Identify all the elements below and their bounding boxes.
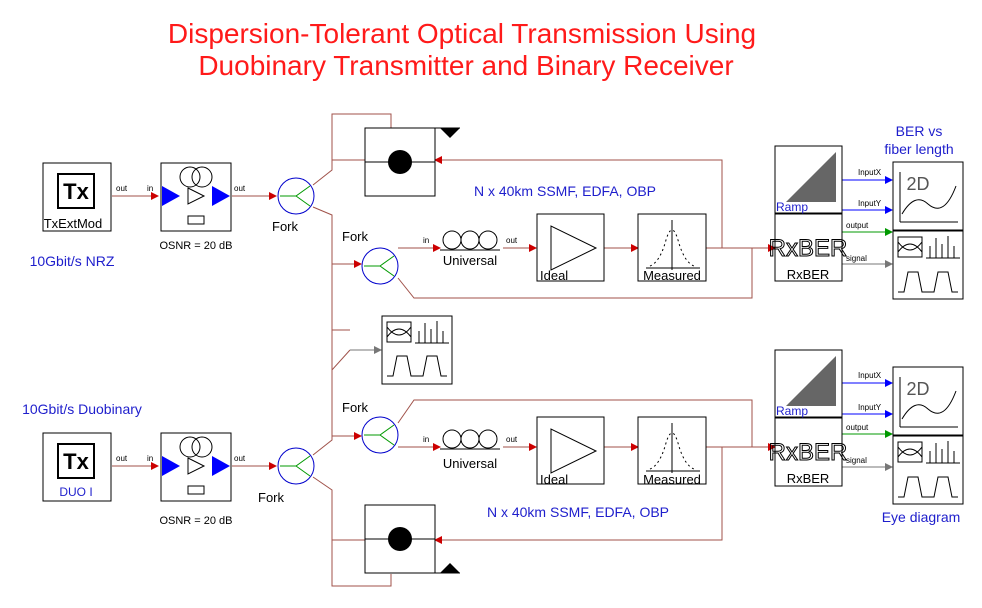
fork-b[interactable]: Fork [342,229,399,285]
fork-a[interactable]: Fork [272,177,315,234]
rxber-top-output-port: output [846,221,869,230]
rxber-top[interactable]: RxBER RxBER [768,213,848,282]
fork-c-label: Fork [258,490,285,505]
title-line-2: Duobinary Transmitter and Binary Receive… [198,50,733,81]
plot2d-top[interactable]: 2D [892,161,964,231]
tx-bottom-symbol: Tx [63,449,89,474]
rxber-top-inputx-port: InputX [858,168,882,177]
osnr-top-in-port: in [147,184,153,193]
filter-bottom[interactable]: Measured [637,416,707,487]
ramp-bottom[interactable]: Ramp [774,349,843,418]
fork-c[interactable]: Fork [258,447,315,505]
rxber-top-symbol: RxBER [769,235,848,262]
fork-d-label: Fork [342,400,369,415]
osnr-top-block[interactable]: in out [147,162,246,232]
ramp-top-label: Ramp [776,200,808,214]
rxber-top-signal-port: signal [846,254,867,263]
plot2d-bottom[interactable]: 2D [892,366,964,436]
ber-title-line-2: fiber length [884,141,953,157]
tx-top-block[interactable]: Tx TxExtMod out [42,162,128,232]
eye-diagram-top[interactable] [892,230,964,300]
fiber-top-in-port: in [423,236,429,245]
signal-reflector-bottom[interactable] [364,504,460,574]
tx-top-name: TxExtMod [44,216,103,231]
fiber-top-label: Universal [443,253,497,268]
fork-a-label: Fork [272,219,299,234]
wires [112,113,893,587]
osnr-bottom-block[interactable]: in out [147,432,246,502]
eye-diagram-middle[interactable] [381,315,453,385]
ramp-top[interactable]: Ramp [774,145,843,214]
tx-top-out-port: out [116,184,128,193]
fiber-bottom-in-port: in [423,435,429,444]
ramp-bottom-label: Ramp [776,404,808,418]
rxber-bottom-output-port: output [846,423,869,432]
amp-top-label: Ideal [540,268,568,283]
rxber-top-inputy-port: InputY [858,199,882,208]
rxber-bottom[interactable]: RxBER RxBER [768,417,848,487]
osnr-bottom-label: OSNR = 20 dB [159,515,232,527]
nrz-rate-label: 10Gbit/s NRZ [30,253,115,269]
amp-bottom-label: Ideal [540,472,568,487]
fork-d[interactable]: Fork [342,400,399,454]
osnr-bottom-out-port: out [234,454,246,463]
rxber-bottom-symbol: RxBER [769,439,848,466]
title-line-1: Dispersion-Tolerant Optical Transmission… [168,18,756,49]
span-top-label: N x 40km SSMF, EDFA, OBP [474,183,656,199]
signal-reflector-top[interactable] [364,127,460,197]
amplifier-bottom[interactable]: Ideal [536,416,605,487]
plot2d-top-label: 2D [906,174,929,194]
osnr-top-label: OSNR = 20 dB [159,240,232,252]
rxber-bottom-signal-port: signal [846,456,867,465]
ber-title-line-1: BER vs [896,123,943,139]
osnr-top-out-port: out [234,184,246,193]
osnr-bottom-in-port: in [147,454,153,463]
fiber-bottom-label: Universal [443,456,497,471]
fiber-bottom-out-port: out [506,435,518,444]
plot2d-bottom-label: 2D [906,379,929,399]
rxber-bottom-inputx-port: InputX [858,371,882,380]
span-bottom-label: N x 40km SSMF, EDFA, OBP [487,504,669,520]
fiber-bottom[interactable]: in out Universal [423,429,518,471]
eye-diagram-label: Eye diagram [882,509,961,525]
tx-top-symbol: Tx [63,179,89,204]
rxber-bottom-name: RxBER [787,471,830,486]
tx-bottom-block[interactable]: Tx DUO I out [42,432,128,502]
fork-b-label: Fork [342,229,369,244]
eye-diagram-bottom[interactable] [892,435,964,505]
rxber-bottom-inputy-port: InputY [858,403,882,412]
amplifier-top[interactable]: Ideal [536,213,605,283]
tx-bottom-name: DUO I [59,485,92,499]
filter-bottom-label: Measured [643,472,701,487]
filter-top[interactable]: Measured [637,213,707,283]
fiber-top-out-port: out [506,236,518,245]
tx-bottom-out-port: out [116,454,128,463]
fiber-top[interactable]: in out Universal [423,230,518,268]
filter-top-label: Measured [643,268,701,283]
duo-rate-label: 10Gbit/s Duobinary [22,401,142,417]
rxber-top-name: RxBER [787,267,830,282]
